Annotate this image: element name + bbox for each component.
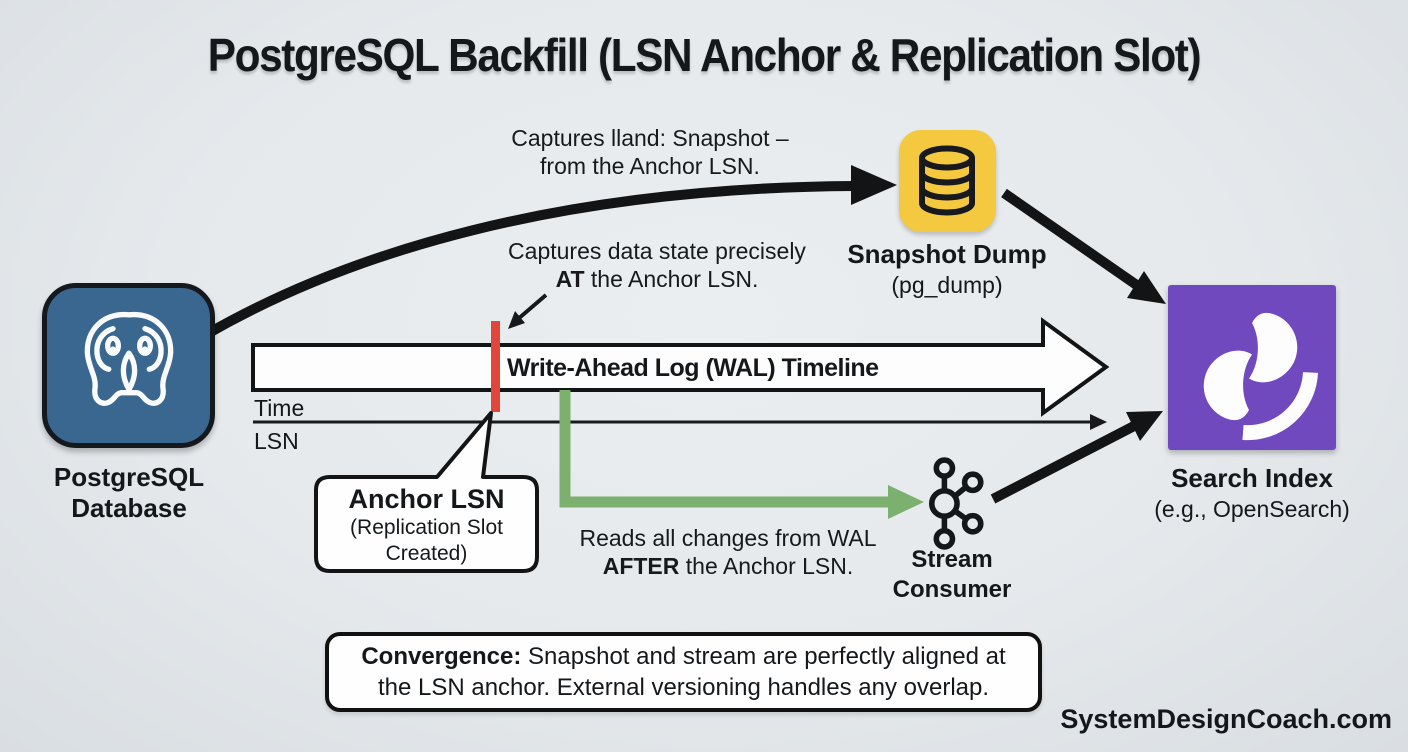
snapshot-arrow-caption: Captures lland: Snapshot – from the Anch… <box>430 124 870 180</box>
anchor-callout: Anchor LSN (Replication Slot Created) <box>316 484 537 567</box>
postgresql-title: PostgreSQL <box>53 462 205 492</box>
anchor-callout-sub1: (Replication Slot <box>350 516 503 539</box>
wal-timeline-arrow-shape <box>251 317 1110 417</box>
stream-consumer-label: Stream Consumer <box>872 545 1032 605</box>
stream-consumer-subtitle: Consumer <box>892 576 1012 603</box>
postgres-to-snapshot-arrow <box>204 165 897 339</box>
stream-note-line2: AFTER the Anchor LSN. <box>602 553 854 579</box>
snapshot-dump-label: Snapshot Dump (pg_dump) <box>827 239 1067 300</box>
anchor-callout-bubble <box>314 411 539 573</box>
anchor-note-arrow <box>508 293 548 329</box>
stream-note-caption: Reads all changes from WAL AFTER the Anc… <box>528 524 928 580</box>
anchor-callout-title: Anchor LSN <box>348 484 505 514</box>
snapshot-dump-node <box>899 130 996 232</box>
kafka-stream-icon <box>928 457 984 550</box>
stream-to-search-arrow <box>990 411 1163 504</box>
anchor-lsn-tick <box>491 321 500 412</box>
postgresql-label: PostgreSQL Database <box>9 462 249 524</box>
opensearch-icon <box>1203 312 1318 440</box>
stream-consumer-node <box>916 456 991 557</box>
stream-consumer-title: Stream <box>911 546 993 573</box>
lsn-axis-label: LSN <box>254 428 299 454</box>
convergence-note: Convergence: Snapshot and stream are per… <box>325 632 1042 712</box>
anchor-note-caption: Captures data state precisely AT the Anc… <box>437 237 877 293</box>
snapshot-dump-title: Snapshot Dump <box>847 239 1047 269</box>
time-axis-label: Time <box>254 395 305 421</box>
postgresql-elephant-icon <box>84 311 173 406</box>
anchor-callout-sub2: Created) <box>385 542 468 565</box>
search-index-label: Search Index (e.g., OpenSearch) <box>1132 463 1372 524</box>
search-index-title: Search Index <box>1171 463 1333 493</box>
page-title: PostgreSQL Backfill (LSN Anchor & Replic… <box>207 29 1202 81</box>
database-cylinder-icon <box>919 145 975 216</box>
postgresql-subtitle: Database <box>71 493 187 523</box>
wal-timeline-label: Write-Ahead Log (WAL) Timeline <box>507 354 879 382</box>
stream-note-line1: Reads all changes from WAL <box>579 525 877 551</box>
snapshot-arrow-caption-line2: from the Anchor LSN. <box>540 153 760 179</box>
convergence-text: Convergence: Snapshot and stream are per… <box>361 643 1006 701</box>
wal-to-stream-arrow <box>559 390 924 519</box>
snapshot-dump-subtitle: (pg_dump) <box>891 272 1003 298</box>
anchor-note-line2: AT the Anchor LSN. <box>555 266 759 292</box>
watermark: SystemDesignCoach.com <box>1060 704 1392 734</box>
anchor-note-line1: Captures data state precisely <box>508 238 806 264</box>
snapshot-to-search-arrow <box>1001 188 1166 304</box>
postgresql-node <box>42 283 215 448</box>
search-index-subtitle: (e.g., OpenSearch) <box>1154 496 1350 522</box>
search-index-node <box>1168 285 1336 450</box>
time-axis-line <box>253 414 1107 430</box>
snapshot-arrow-caption-line1: Captures lland: Snapshot – <box>511 125 789 151</box>
